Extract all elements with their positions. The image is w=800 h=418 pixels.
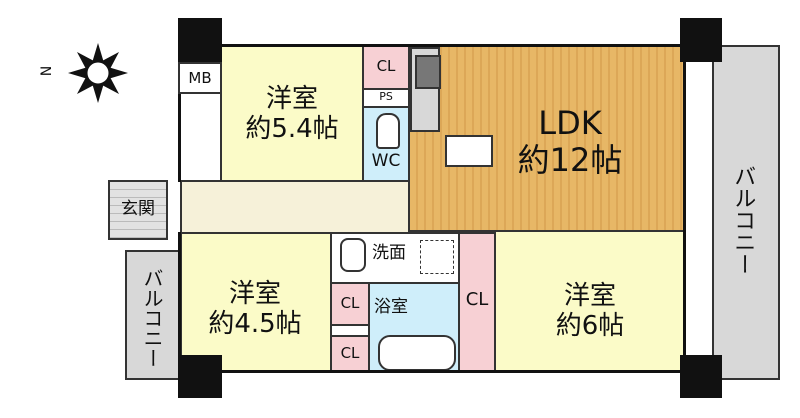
compass: N	[39, 35, 130, 115]
closet-small-1-label: CL	[340, 294, 360, 312]
bathtub-icon	[378, 335, 456, 371]
closet-tall-label: CL	[465, 289, 489, 310]
outer-wall	[220, 44, 682, 47]
sink-icon	[340, 238, 366, 272]
sun-compass-icon	[68, 43, 128, 103]
pipe-space-label: PS	[379, 90, 393, 103]
meter-box	[178, 62, 222, 94]
pillar	[680, 355, 722, 398]
meter-box-label: MB	[188, 69, 212, 87]
western-room-3	[494, 230, 685, 372]
stove-icon	[415, 55, 441, 89]
closet-top-label: CL	[376, 57, 396, 75]
hallway	[180, 180, 410, 234]
kitchen-island	[445, 135, 493, 167]
toilet-icon	[376, 113, 400, 149]
toilet-label: WC	[371, 151, 401, 171]
pillar	[680, 18, 722, 62]
pillar	[178, 355, 222, 398]
north-label: N	[39, 65, 56, 77]
balcony-right-label: バルコニー	[730, 165, 756, 275]
outer-wall	[178, 232, 181, 356]
bathroom-label: 浴室	[374, 297, 408, 317]
entrance-label: 玄関	[121, 199, 155, 219]
outer-wall	[683, 60, 686, 356]
pillar	[178, 18, 222, 62]
western-room-3-label: 洋室約6帖	[555, 281, 625, 341]
washroom-label: 洗面	[372, 243, 406, 263]
western-room-2	[180, 232, 332, 372]
balcony-right	[712, 45, 780, 380]
entrance	[108, 180, 168, 240]
closet-small-2-label: CL	[340, 344, 360, 362]
outer-wall	[178, 94, 181, 182]
western-room-1-label: 洋室約5.4帖	[245, 84, 339, 144]
western-room-2-label: 洋室約4.5帖	[208, 279, 302, 339]
outer-wall	[220, 370, 682, 373]
washer-icon	[420, 240, 454, 274]
balcony-left-label: バルコニー	[140, 268, 164, 368]
closet-small-1	[330, 282, 370, 326]
